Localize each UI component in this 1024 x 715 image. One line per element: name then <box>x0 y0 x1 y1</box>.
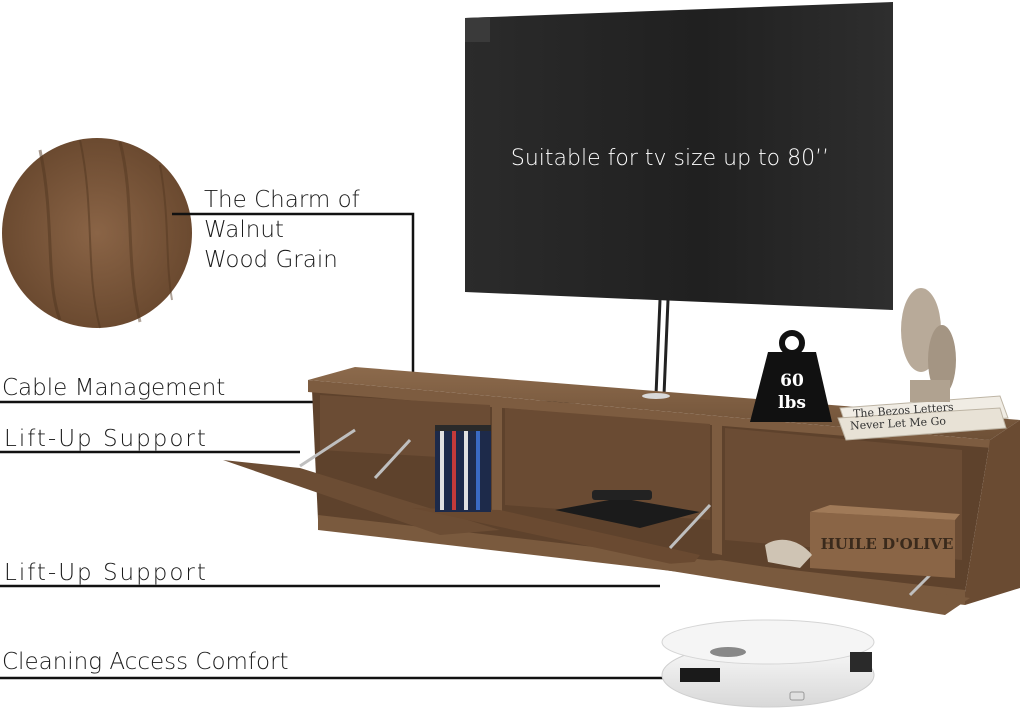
cleaning-access-label: Cleaning Access Comfort <box>2 649 289 675</box>
face-sculpture <box>901 288 956 402</box>
lift-up-support-label-2: Lift-Up Support <box>4 560 208 586</box>
tv-size-caption: Suitable for tv size up to 80’’ <box>510 146 830 171</box>
wood-grain-label-line2: Walnut <box>204 217 284 243</box>
dvd-stack <box>435 425 491 512</box>
walnut-swatch <box>2 138 192 329</box>
wood-grain-label-line1: The Charm of <box>204 187 360 213</box>
wood-grain-label-line3: Wood Grain <box>204 247 338 273</box>
weight-unit: lbs <box>778 393 806 413</box>
olive-oil-crate <box>810 505 960 578</box>
books <box>837 395 1009 441</box>
robot-vacuum <box>661 619 875 708</box>
lift-up-support-label-1: Lift-Up Support <box>4 426 208 452</box>
cloth <box>765 539 812 568</box>
crate-label: HUILE D'OLIVE <box>820 535 954 553</box>
weight-icon <box>750 330 832 422</box>
cable-management-label: Cable Management <box>2 375 226 401</box>
television <box>465 2 893 396</box>
game-console <box>555 490 700 528</box>
weight-capacity: 60 lbs <box>756 370 828 414</box>
weight-number: 60 <box>780 371 804 391</box>
